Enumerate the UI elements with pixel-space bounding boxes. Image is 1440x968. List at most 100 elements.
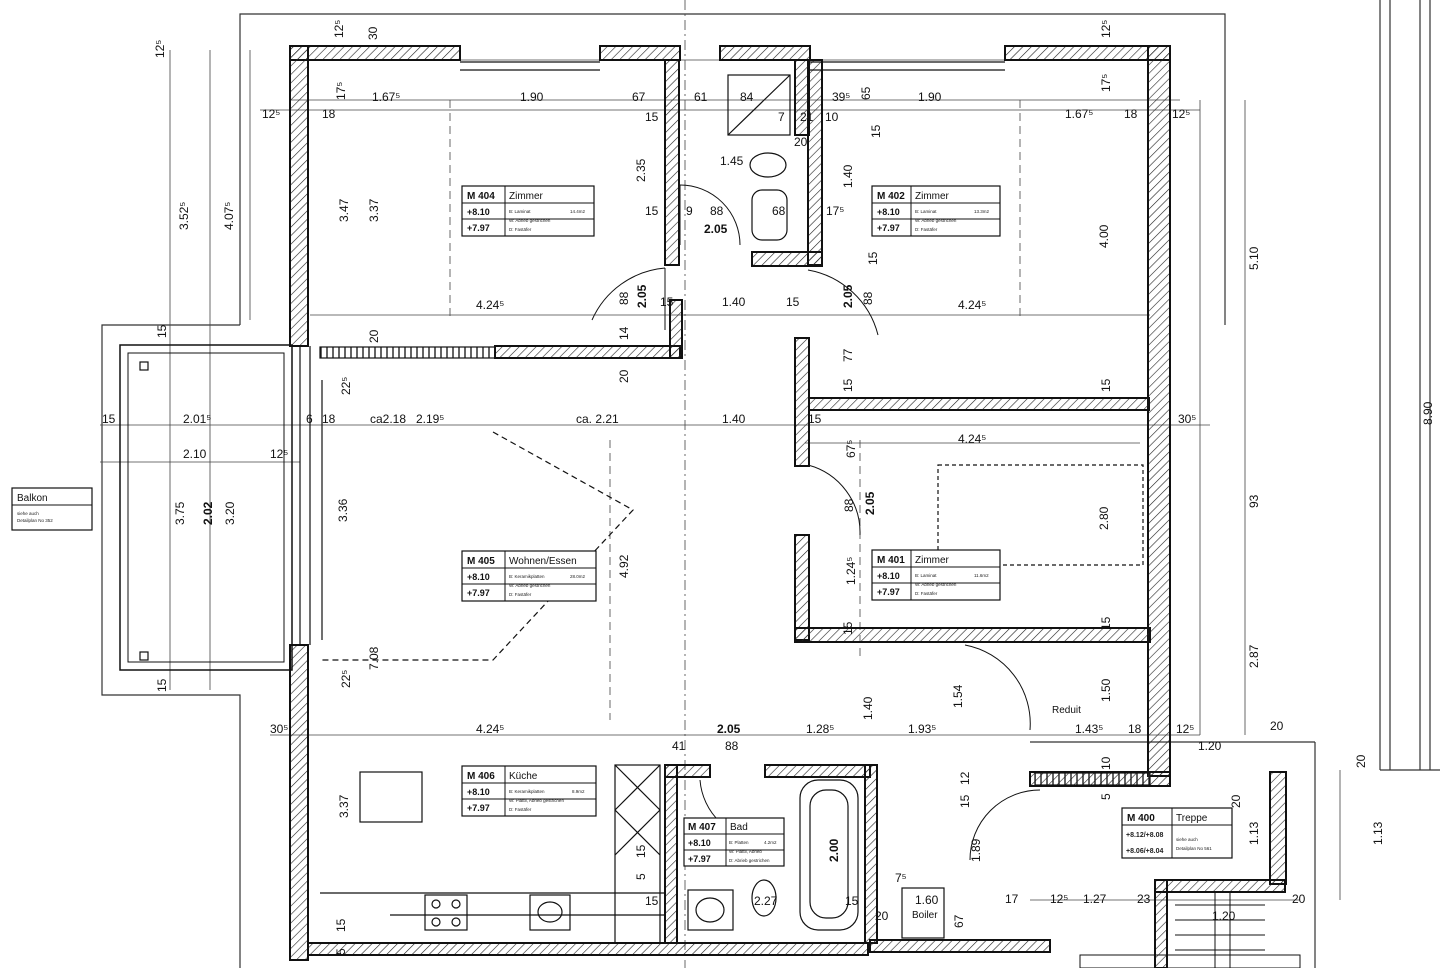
fixtures	[320, 74, 1144, 944]
dim-text: 30⁵	[1178, 412, 1196, 426]
level-top: +8.10	[467, 572, 490, 582]
dim-text: 2.00	[827, 838, 841, 862]
dim-text: 2.80	[1097, 506, 1111, 530]
dim-text: 15	[645, 894, 659, 908]
dim-text: 5	[634, 873, 648, 880]
room-id: M 407	[688, 822, 716, 833]
dim-text: 4.00	[1097, 224, 1111, 248]
level-bottom: +7.97	[688, 854, 711, 864]
dim-text: 12	[958, 771, 972, 785]
dim-text: 4.24⁵	[958, 298, 986, 312]
dim-text: 1.40	[841, 164, 855, 188]
dimension-texts-vertical: 12⁵ 12⁵ 30 17⁵ 12⁵ 17⁵ 65 15 3.52⁵ 4.07⁵…	[153, 20, 1435, 955]
dim-text: 1.20	[1212, 909, 1236, 923]
dim-text: 10	[1099, 756, 1113, 770]
dim-text: 15	[808, 412, 822, 426]
room-area: 4.2m2	[764, 840, 777, 845]
dim-text: 20	[617, 369, 631, 383]
dim-text: 4.07⁵	[222, 202, 236, 230]
wall-spec: W: Plättli, Abrieb gestrichen	[509, 798, 564, 803]
level-bottom: +7.97	[467, 803, 490, 813]
ceiling-spec: D: Fastäfer	[509, 227, 532, 232]
dim-text: 20	[1354, 754, 1368, 768]
dim-text: 15	[102, 412, 116, 426]
site-boundary-lines	[101, 0, 1440, 968]
dim-text: 17	[1005, 892, 1019, 906]
boiler-dimension: 1.60	[915, 893, 939, 907]
dim-text: 65	[859, 86, 873, 100]
dim-text: 21	[800, 110, 814, 124]
wall-spec: W: Plättli, Abrieb	[729, 849, 762, 854]
dim-text: 5	[334, 948, 348, 955]
dim-text: 15	[841, 621, 855, 635]
level-top: +8.10	[467, 207, 490, 217]
dim-text: 88	[725, 739, 739, 753]
dim-text: 2.05	[704, 222, 728, 236]
level-top: +8.10	[877, 571, 900, 581]
dim-text: 8.90	[1421, 401, 1435, 425]
dim-text: 20	[1229, 794, 1243, 808]
dim-text: 61	[694, 90, 708, 104]
floor-spec: B: Laminat	[915, 209, 937, 214]
level-top: +8.12/+8.08	[1126, 832, 1163, 839]
ceiling-spec: D: Fastäfer	[915, 591, 938, 596]
grate-reduit	[1034, 772, 1151, 786]
dim-text: 4.24⁵	[476, 722, 504, 736]
dimension-texts-horizontal: 1.67⁵ 1.90 67 61 84 1.90 1.67⁵ 12⁵ 18 18…	[102, 90, 1306, 923]
dim-text: 3.52⁵	[177, 202, 191, 230]
dim-text: 15	[660, 295, 674, 309]
dim-text: 2.19⁵	[416, 412, 444, 426]
dim-text: 14	[617, 326, 631, 340]
dim-text: 4.92	[617, 554, 631, 578]
room-id: M 400	[1127, 813, 1155, 824]
dim-text: 15	[841, 378, 855, 392]
dim-text: 1.93⁵	[908, 722, 936, 736]
ceiling-spec: D: Abrieb gestrichen	[729, 858, 770, 863]
level-bottom: +7.97	[467, 588, 490, 598]
dim-text: 12⁵	[270, 447, 288, 461]
floor-spec: B: Laminat	[915, 573, 937, 578]
level-top: +8.10	[877, 207, 900, 217]
dim-text: 1.40	[861, 696, 875, 720]
dim-text: 1.13	[1371, 821, 1385, 845]
dim-text: 18	[322, 412, 336, 426]
dim-text: 1.40	[722, 295, 746, 309]
note-2: Detailplan No 561	[1176, 846, 1212, 851]
wall-spec: W: Abrieb gestrichen	[915, 218, 957, 223]
dim-text: 23	[1137, 892, 1151, 906]
dim-text: 15	[866, 251, 880, 265]
room-area: 8.9m2	[572, 789, 585, 794]
room-id: M 404	[467, 191, 495, 202]
dim-text: ca. 2.21	[576, 412, 619, 426]
dim-text: 12⁵	[1099, 20, 1113, 38]
floor-spec: B: Platten	[729, 840, 749, 845]
dim-text: 1.67⁵	[1065, 107, 1093, 121]
reduit-label: Reduit	[1052, 705, 1081, 716]
dim-text: 2.10	[183, 447, 207, 461]
dim-text: 2.05	[635, 284, 649, 308]
dim-text: 15	[155, 324, 169, 338]
dim-text: 9	[686, 204, 693, 218]
room-area: 11.6m2	[974, 573, 989, 578]
dim-text: 1.24⁵	[844, 557, 858, 585]
room-tag-m404: M 404 Zimmer +8.10 +7.97 B: Laminat 14.4…	[461, 185, 595, 237]
dim-text: 2.02	[201, 501, 215, 525]
dim-text: 15	[845, 894, 859, 908]
floor-spec: B: Laminat	[509, 209, 531, 214]
room-area: 14.4m2	[570, 209, 586, 214]
dim-text: 1.45	[720, 154, 744, 168]
dim-text: 1.27	[1083, 892, 1107, 906]
dim-text: 15	[645, 110, 659, 124]
dim-text: 30⁵	[270, 722, 288, 736]
level-bottom: +7.97	[877, 223, 900, 233]
dim-text: 1.90	[918, 90, 942, 104]
dim-text: 77	[841, 348, 855, 362]
dim-text: 4.24⁵	[958, 432, 986, 446]
dim-text: 67	[632, 90, 646, 104]
dim-text: 1.40	[722, 412, 746, 426]
room-tag-m406: M 406 Küche +8.10 +7.97 B: Keramikplatte…	[461, 765, 597, 817]
balcony	[119, 344, 293, 671]
dim-text: 1.20	[1198, 739, 1222, 753]
dim-text: 1.28⁵	[806, 722, 834, 736]
